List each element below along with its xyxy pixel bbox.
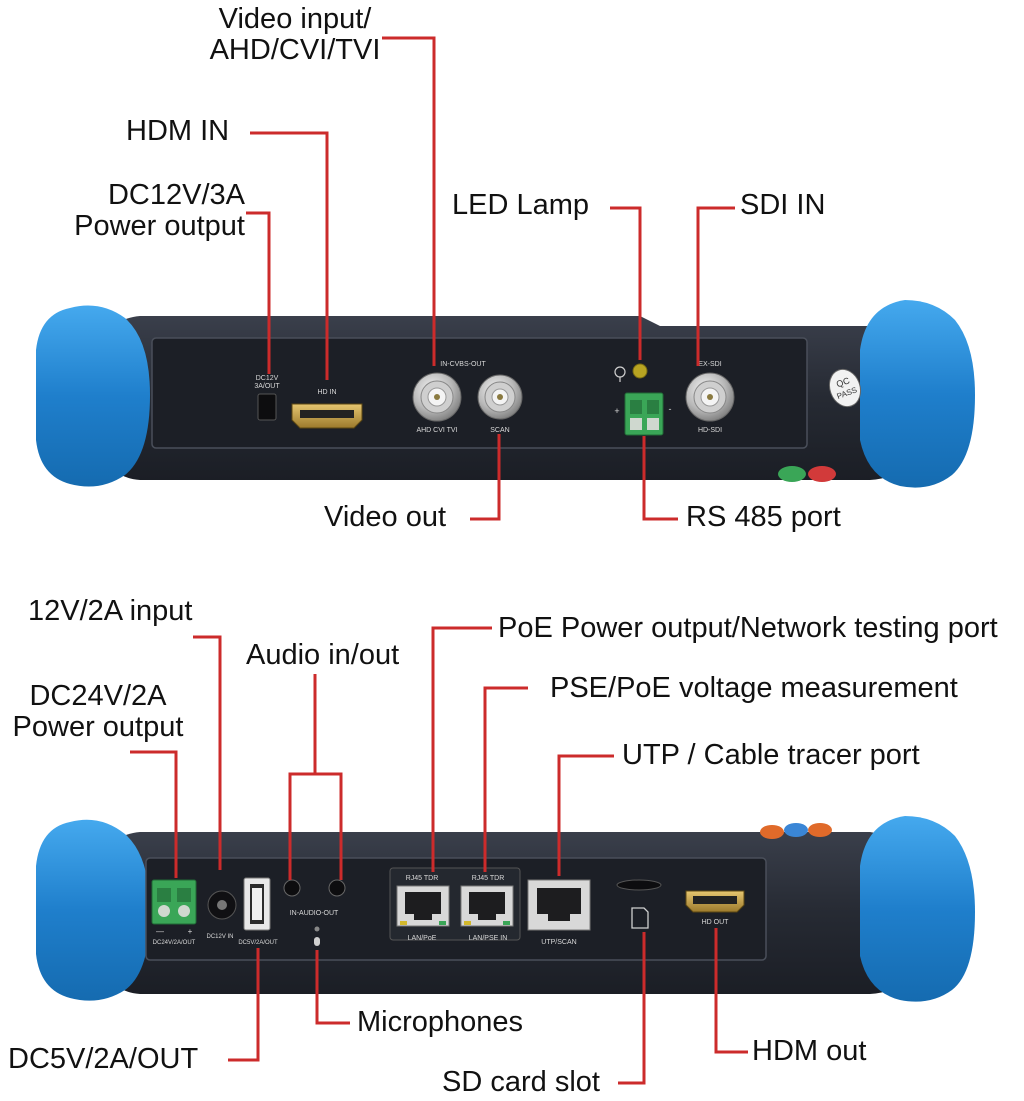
callout-video-input: Video input/AHD/CVI/TVI xyxy=(209,3,381,67)
rj45-2-silk: RJ45 TDR xyxy=(472,875,505,882)
bnc-video-in[interactable] xyxy=(412,372,462,422)
ahd-silk: AHD CVI TVI xyxy=(416,427,457,434)
leader-audio-bracket xyxy=(288,772,343,880)
leader-utp xyxy=(557,754,614,876)
utpscan-silk: UTP/SCAN xyxy=(541,939,576,946)
callout-utp-tracer: UTP / Cable tracer port xyxy=(622,739,920,771)
top-device: DC12V 3A/OUT HD IN IN-CVBS-OUT AHD CVI T… xyxy=(36,300,975,488)
hdmi-in-port-slot xyxy=(300,410,354,418)
utp-scan-port[interactable] xyxy=(527,879,591,931)
callout-audio: Audio in/out xyxy=(246,639,400,671)
lanpoe-silk: LAN/PoE xyxy=(408,935,437,942)
leader-dc12v xyxy=(246,211,271,374)
leader-hdmi-out xyxy=(714,928,748,1054)
callout-hdmi-in: HDM IN xyxy=(126,115,230,147)
bnc-video-out[interactable] xyxy=(477,374,523,420)
qc-pass-sticker: QC PASS xyxy=(828,368,862,408)
bottom-right-bumper xyxy=(860,816,975,1002)
cvbs-silk: IN-CVBS-OUT xyxy=(440,361,486,368)
dc12v-silk-line2: 3A/OUT xyxy=(254,383,280,390)
top-right-bumper xyxy=(860,300,975,488)
lanpse-silk: LAN/PSE IN xyxy=(469,935,508,942)
exsdi-silk: EX-SDI xyxy=(698,361,721,368)
rj45-lan-pse-port[interactable] xyxy=(460,885,514,927)
scan-silk: SCAN xyxy=(490,427,509,434)
callout-rs485: RS 485 port xyxy=(686,501,841,533)
dc24v-minus-silk: — xyxy=(156,927,164,936)
qc-text-line1: QC xyxy=(835,375,852,389)
rj45-1-silk: RJ45 TDR xyxy=(406,875,439,882)
leader-poe xyxy=(431,626,492,872)
callout-video-out: Video out xyxy=(324,501,447,533)
leader-sdi xyxy=(696,206,735,366)
top-leader-lines xyxy=(246,36,735,521)
hdsdi-silk: HD-SDI xyxy=(698,427,722,434)
bottom-blue-button xyxy=(784,823,808,837)
hdin-silk: HD IN xyxy=(317,389,336,396)
top-red-button xyxy=(808,466,836,482)
dc12vin-silk: DC12V IN xyxy=(206,934,233,940)
callout-hdmi-out: HDM out xyxy=(752,1035,867,1067)
callout-pse-measure: PSE/PoE voltage measurement xyxy=(550,672,958,704)
callout-dc5v-out: DC5V/2A/OUT xyxy=(8,1043,199,1075)
leader-video-out xyxy=(470,434,501,521)
leader-pse xyxy=(483,686,528,872)
bnc-sdi-in[interactable] xyxy=(685,372,735,422)
top-left-bumper xyxy=(36,305,150,487)
callout-sdi-in: SDI IN xyxy=(740,189,826,221)
dc24v-silk: DC24V/2A/OUT xyxy=(153,940,196,946)
usb-port[interactable] xyxy=(243,877,271,931)
leader-video-input xyxy=(382,36,436,366)
bottom-device: — + DC24V/2A/OUT DC12V IN DC5V/2A/OUT IN… xyxy=(36,816,975,1002)
top-green-button xyxy=(778,466,806,482)
leader-hdmi-in xyxy=(250,131,329,380)
dc24v-terminal[interactable] xyxy=(151,879,197,925)
audio-in-jack[interactable] xyxy=(283,879,301,897)
leader-sd xyxy=(618,932,646,1085)
leader-dc24v xyxy=(130,750,178,878)
rs485-minus-silk: - xyxy=(669,404,672,414)
bottom-orange-button-2 xyxy=(808,823,832,837)
hdmi-out-slot xyxy=(693,896,737,904)
bottom-orange-button-1 xyxy=(760,825,784,839)
dc12v-input-jack[interactable] xyxy=(207,890,237,920)
callout-microphones: Microphones xyxy=(357,1006,524,1038)
rs485-plus-silk: + xyxy=(614,406,619,416)
dc12v-output-jack[interactable] xyxy=(257,393,277,421)
dc5v-silk: DC5V/2A/OUT xyxy=(238,940,278,946)
leader-dc5v xyxy=(228,948,260,1062)
audio-out-jack[interactable] xyxy=(328,879,346,897)
sd-card-icon xyxy=(631,907,649,929)
leader-mic xyxy=(315,950,350,1025)
leader-12v-input xyxy=(193,635,222,870)
callout-led-lamp: LED Lamp xyxy=(452,189,590,221)
sd-card-slot[interactable] xyxy=(616,879,662,891)
callout-sd-slot: SD card slot xyxy=(442,1066,600,1098)
hdout-silk: HD OUT xyxy=(702,919,730,926)
rs485-terminal[interactable] xyxy=(624,392,664,436)
callout-12v-input: 12V/2A input xyxy=(28,595,193,627)
bottom-left-bumper xyxy=(36,819,150,1001)
dc24v-plus-silk: + xyxy=(188,927,193,936)
audio-silk: IN-AUDIO-OUT xyxy=(290,910,339,917)
callout-poe-output: PoE Power output/Network testing port xyxy=(498,612,998,644)
microphone-icon xyxy=(314,926,320,946)
leader-led xyxy=(610,206,642,360)
dc12v-silk-line1: DC12V xyxy=(256,375,279,382)
rj45-lan-poe-port[interactable] xyxy=(396,885,450,927)
led-lamp xyxy=(614,363,648,382)
bottom-leader-lines xyxy=(130,626,748,1085)
leader-rs485 xyxy=(642,436,678,521)
